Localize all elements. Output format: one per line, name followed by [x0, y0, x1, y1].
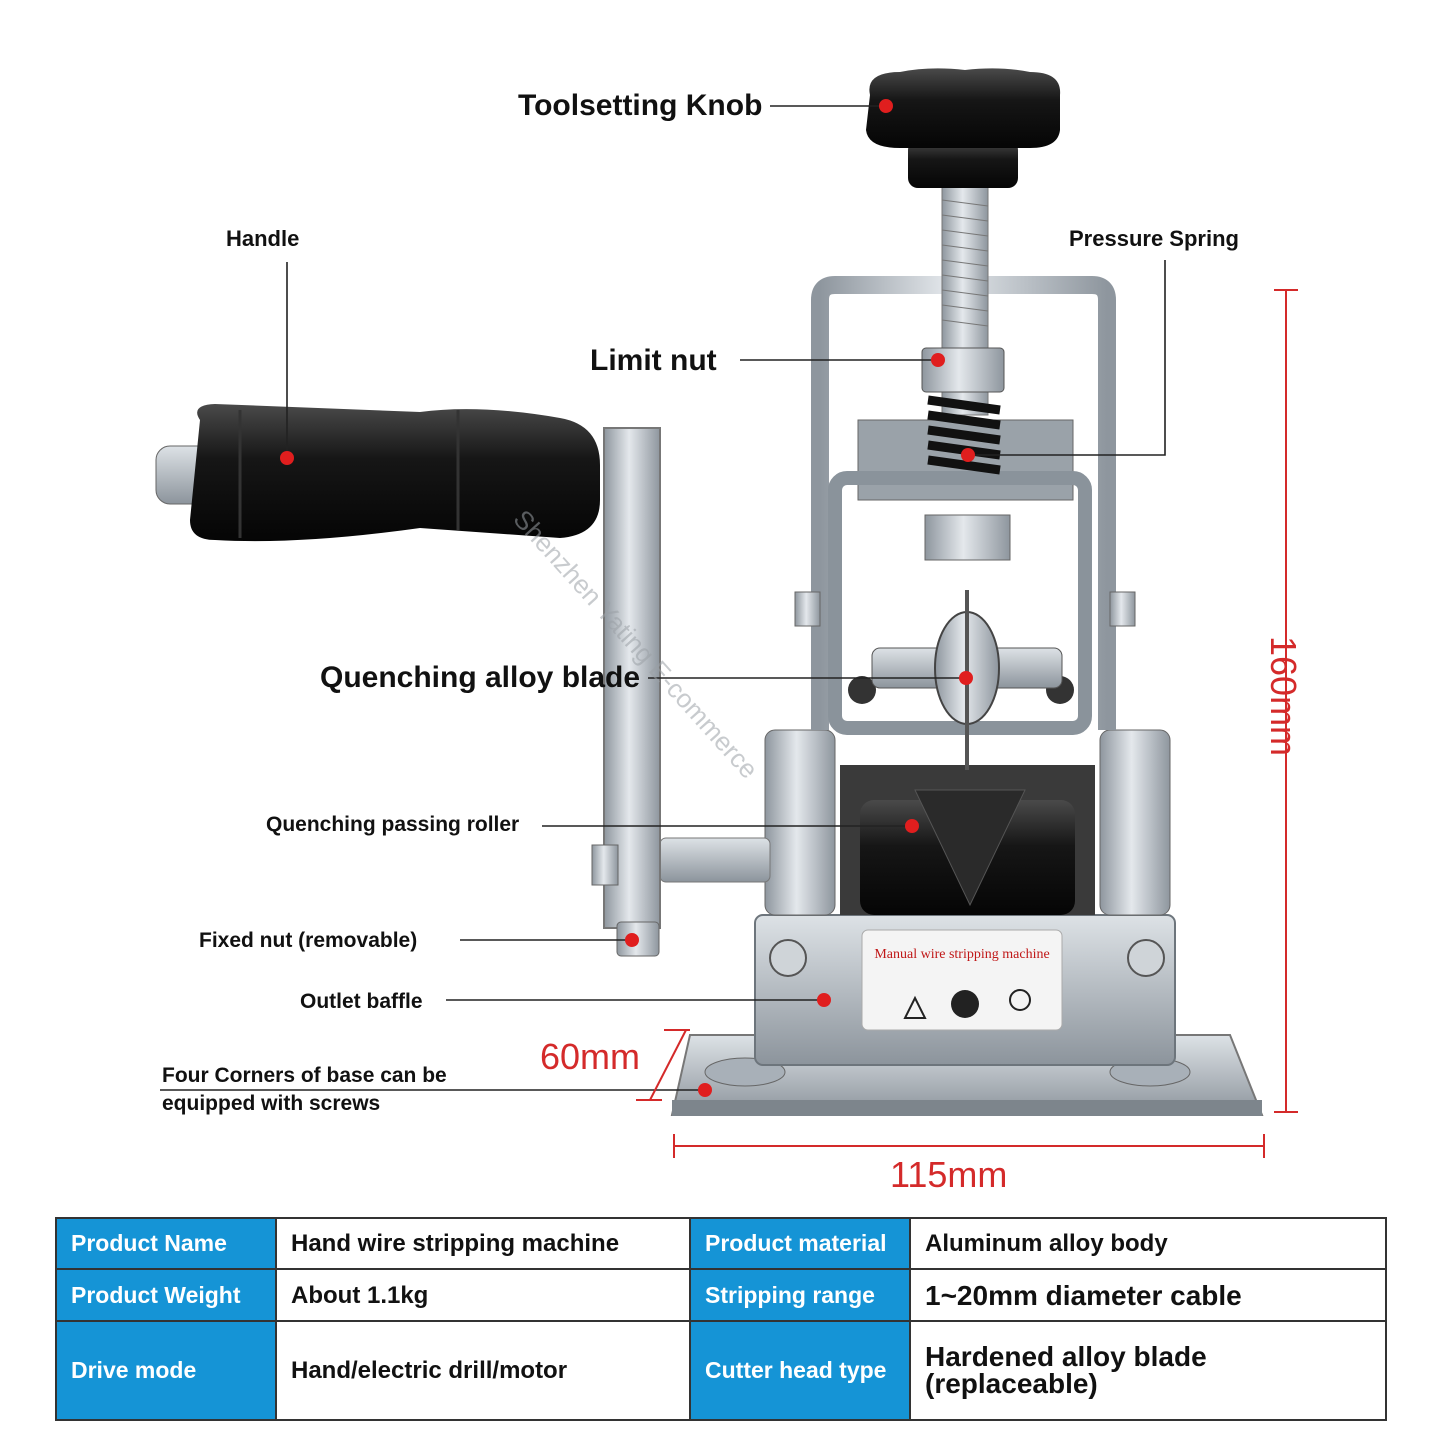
label-outlet-baffle: Outlet baffle [300, 990, 423, 1013]
label-quenching-blade: Quenching alloy blade [320, 661, 641, 694]
dimension-width: 115mm [890, 1154, 1008, 1195]
dimension-lines [636, 289, 1298, 1158]
label-passing-roller: Quenching passing roller [266, 813, 520, 836]
label-fixed-nut: Fixed nut (removable) [199, 929, 418, 952]
label-toolsetting-knob: Toolsetting Knob [518, 89, 763, 122]
spec-table: Product Name Hand wire stripping machine… [55, 1216, 1387, 1422]
label-handle: Handle [226, 226, 300, 251]
marker-limit-nut [931, 353, 945, 367]
machine-illustration: Manual wire stripping machine Shenzhen Y… [155, 68, 1298, 1158]
spec-key: Cutter head type [689, 1319, 911, 1422]
spec-key: Product Weight [55, 1268, 277, 1322]
label-base-corners-1: Four Corners of base can be [162, 1064, 447, 1087]
marker-base [698, 1083, 712, 1097]
spec-key: Product Name [55, 1216, 277, 1271]
handle [155, 404, 600, 542]
lower-housing [754, 914, 1176, 1066]
label-limit-nut: Limit nut [590, 344, 717, 377]
spec-value: Hand wire stripping machine [275, 1216, 691, 1271]
marker-baffle [817, 993, 831, 1007]
knob [866, 68, 1061, 188]
spec-value: 1~20mm diameter cable [909, 1268, 1387, 1322]
marker-fixed-nut [625, 933, 639, 947]
pressure-spring [927, 395, 1001, 475]
spec-row: Drive mode Hand/electric drill/motor Cut… [55, 1319, 1387, 1422]
spec-row: Product Weight About 1.1kg Stripping ran… [55, 1268, 1387, 1322]
adjust-screw [921, 184, 1005, 416]
spec-value: Aluminum alloy body [909, 1216, 1387, 1271]
marker-spring [961, 448, 975, 462]
spec-row: Product Name Hand wire stripping machine… [55, 1216, 1387, 1271]
spec-key: Product material [689, 1216, 911, 1271]
spec-value: About 1.1kg [275, 1268, 691, 1322]
marker-blade [959, 671, 973, 685]
label-base-corners-2: equipped with screws [162, 1092, 381, 1115]
machine-plate-text: Manual wire stripping machine [874, 947, 1049, 962]
label-pressure-spring: Pressure Spring [1069, 226, 1239, 251]
spec-key: Stripping range [689, 1268, 911, 1322]
spec-value: Hardened alloy blade (replaceable) [909, 1319, 1387, 1422]
marker-handle [280, 451, 294, 465]
dimension-depth: 60mm [540, 1036, 641, 1077]
marker-roller [905, 819, 919, 833]
spec-value: Hand/electric drill/motor [275, 1319, 691, 1422]
dimension-height: 160mm [1263, 636, 1304, 757]
marker-knob [879, 99, 893, 113]
spec-key: Drive mode [55, 1319, 277, 1422]
roller-assembly [659, 729, 1171, 916]
leader-lines [160, 105, 1166, 1091]
marker-dots [280, 99, 975, 1097]
